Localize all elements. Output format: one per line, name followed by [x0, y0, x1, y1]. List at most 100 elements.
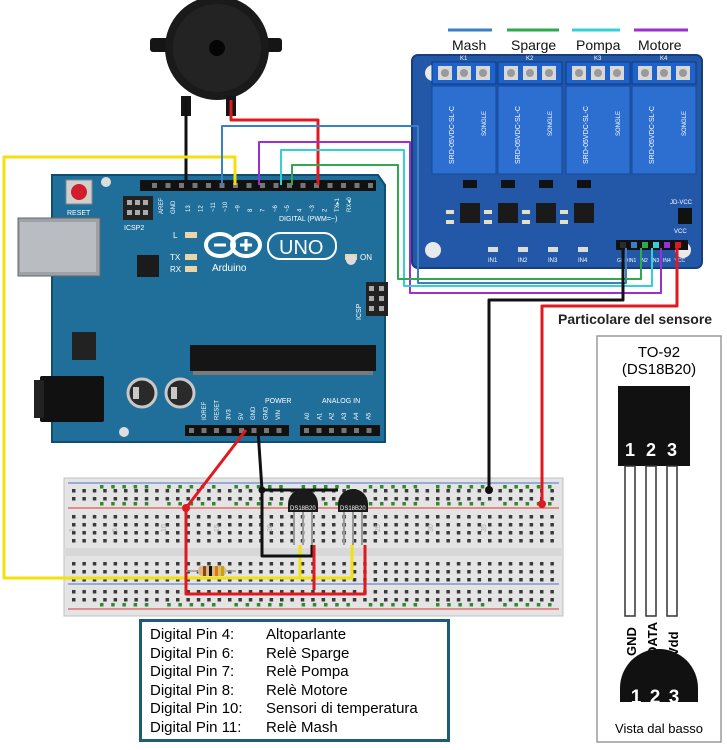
- relay-model-label: SRD-05VDC-SL-C: [649, 106, 656, 164]
- digital-pin-label: 12: [198, 205, 204, 212]
- relay-header-pin-label: IN4: [663, 258, 671, 264]
- aref-label: AREF: [159, 198, 165, 214]
- pin-description: Altoparlante: [266, 626, 347, 643]
- pin-number: Digital Pin 8:: [150, 681, 235, 699]
- analog-pin-label: A0: [305, 412, 311, 420]
- pin-number: Digital Pin 10:: [150, 700, 243, 717]
- pin-number: Digital Pin 6:: [150, 644, 235, 662]
- digital-pin-label: ~3: [310, 204, 316, 212]
- pin-description: Relè Motore: [266, 681, 348, 699]
- relay-model-label: SRD-05VDC-SL-C: [449, 106, 456, 164]
- digital-pin-label: ~9: [236, 204, 242, 212]
- digital-pin-label: TX▸1: [335, 197, 341, 212]
- digital-pin-label: ~6: [273, 204, 279, 212]
- wire-mash-pin11: [221, 125, 627, 284]
- power-pin-label: 3V3: [227, 409, 233, 420]
- part-label: (DS18B20): [622, 361, 696, 378]
- pin-assignment-row: Digital Pin 8: Relè Motore: [150, 682, 447, 701]
- detail-pin-number: 2: [646, 440, 656, 460]
- relay-brand-label: SONGLE: [548, 111, 554, 136]
- analog-pin-label: A3: [342, 412, 348, 420]
- digital-header-label: DIGITAL (PWM=~): [279, 216, 337, 223]
- bottom-view-pin-number: 3: [669, 687, 680, 708]
- digital-pin-label: 8: [248, 208, 254, 212]
- relay-in-label: IN4: [578, 258, 588, 264]
- digital-pin-label: ~5: [285, 204, 291, 212]
- pin-number: Digital Pin 4:: [150, 626, 235, 643]
- pin-description: Relè Sparge: [266, 644, 350, 662]
- relay-model-label: SRD-05VDC-SL-C: [515, 106, 522, 164]
- relay-unit: SRD-05VDC-SL-C SONGLE K2: [497, 56, 563, 175]
- pin-number: Digital Pin 11:: [150, 718, 242, 736]
- wire-relay-gnd: [487, 248, 625, 490]
- relay-legend-label: Motore: [638, 37, 682, 53]
- arduino-logo-icon: [204, 232, 262, 258]
- icsp2-label: ICSP2: [124, 225, 144, 232]
- breadboard-column-number: 1: [69, 528, 76, 532]
- analog-header-label: ANALOG IN: [322, 398, 360, 405]
- jumper-yellow-2: [300, 545, 354, 580]
- detail-pin-name: GND: [624, 627, 639, 656]
- bottom-view-pin-number: 1: [631, 687, 642, 708]
- analog-pin-label: A5: [367, 412, 373, 420]
- analog-pin-label: A1: [317, 412, 323, 420]
- bottom-view-label: Vista dal basso: [615, 721, 703, 736]
- relay-k-label: K3: [594, 56, 602, 62]
- relay-header-pin-label: IN3: [652, 258, 660, 264]
- led-l-label: L: [173, 231, 178, 240]
- analog-header: [300, 425, 380, 436]
- detail-pin-name: Vdd: [666, 631, 681, 656]
- digital-header: [140, 180, 376, 191]
- relay-in-label: IN2: [518, 258, 528, 264]
- wire-5v: [184, 429, 367, 596]
- reset-label: RESET: [67, 210, 91, 217]
- relay-model-label: SRD-05VDC-SL-C: [583, 106, 590, 164]
- analog-pin-label: A4: [354, 412, 360, 420]
- power-header: [185, 425, 289, 436]
- wire-pompa-pin7: [280, 149, 653, 287]
- relay-in-label: IN3: [548, 258, 558, 264]
- power-pin-label: GND: [264, 406, 270, 420]
- led-tx-label: TX: [170, 253, 181, 262]
- led-rx-label: RX: [170, 265, 182, 274]
- relay-vcc-label: VCC: [674, 229, 687, 235]
- relay-header-pin-label: VCC: [675, 258, 686, 264]
- pin-assignment-row: Digital Pin 10: Sensori di temperatura: [150, 700, 447, 719]
- detail-pin-name: DATA: [645, 621, 660, 656]
- digital-pin-label: 2: [322, 208, 328, 212]
- pin-assignment-row: Digital Pin 6: Relè Sparge: [150, 645, 447, 664]
- relay-legend-label: Mash: [452, 37, 487, 53]
- detail-pin-number: 3: [667, 440, 677, 460]
- relay-legend-label: Pompa: [576, 37, 621, 53]
- relay-header-pin-label: IN2: [640, 258, 648, 264]
- digital-pin-label: 7: [260, 208, 266, 212]
- buzzer-speaker: [150, 0, 282, 116]
- reset-button[interactable]: [71, 184, 87, 200]
- relay-k-label: K2: [526, 56, 534, 62]
- relay-input-header: [616, 240, 688, 250]
- pin-description: Relè Pompa: [266, 663, 349, 680]
- icsp2-header: [123, 196, 153, 220]
- uno-badge: [267, 232, 337, 260]
- pin-description: Sensori di temperatura: [266, 700, 418, 717]
- breadboard-column-number: 25: [375, 524, 382, 532]
- to92-bottom-view: [620, 649, 698, 702]
- relay-in-label: IN1: [488, 258, 498, 264]
- digital-pin-label: 13: [186, 205, 192, 212]
- digital-pin-label: RX◂0: [347, 197, 353, 212]
- wire-sparge-pin6: [291, 164, 642, 280]
- relay-k-label: K1: [460, 56, 468, 62]
- pin-description: Relè Mash: [266, 718, 338, 736]
- icsp-label: ICSP: [356, 303, 363, 320]
- wires: [2, 100, 679, 596]
- dc-jack: [40, 376, 104, 422]
- breadboard-column-number: 5: [112, 528, 119, 532]
- digital-pin-label: 4: [298, 208, 304, 212]
- power-pin-label: IOREF: [202, 401, 208, 420]
- package-label: TO-92: [638, 344, 680, 361]
